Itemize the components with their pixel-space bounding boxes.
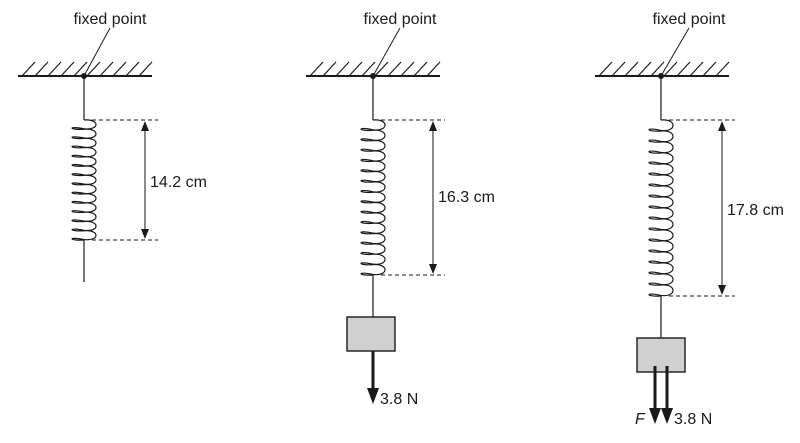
force-label-weight-3: 3.8 N — [674, 411, 712, 428]
force-arrow-head-3 — [661, 408, 673, 424]
setup-2: fixed point 16.3 cm 3.8 N — [306, 11, 495, 408]
force-arrow-head-f — [649, 408, 661, 424]
hatch-mark — [650, 61, 665, 77]
spring-3 — [648, 119, 674, 297]
hatch-mark — [73, 61, 88, 77]
dimension-arrow-up-2 — [429, 121, 437, 131]
hatch-mark — [86, 61, 101, 77]
hatch-mark — [99, 61, 114, 77]
hatch-mark — [598, 61, 613, 77]
hatch-mark — [322, 61, 337, 77]
mass-2 — [346, 316, 396, 352]
hatch-mark — [611, 61, 626, 77]
fixed-point-label-3: fixed point — [653, 11, 726, 28]
force-arrow-head-2 — [367, 388, 379, 404]
ceiling-hatch-3 — [598, 61, 730, 77]
length-label-2: 16.3 cm — [438, 189, 495, 206]
hatch-mark — [426, 61, 441, 77]
dimension-arrow-up-3 — [718, 121, 726, 131]
hatch-mark — [361, 61, 376, 77]
force-label-weight-2: 3.8 N — [380, 391, 418, 408]
ceiling-hatch-2 — [309, 61, 441, 77]
hatch-mark — [374, 61, 389, 77]
length-label-3: 17.8 cm — [727, 202, 784, 219]
force-label-f: F — [635, 411, 646, 428]
fixed-point-leader-3 — [660, 27, 690, 77]
hatch-mark — [715, 61, 730, 77]
hatch-mark — [21, 61, 36, 77]
dimension-arrow-down-3 — [718, 285, 726, 295]
hatch-mark — [624, 61, 639, 77]
mass-3 — [636, 337, 686, 373]
spring-2 — [360, 119, 386, 276]
hatch-mark — [637, 61, 652, 77]
dimension-arrow-up-1 — [141, 121, 149, 131]
hatch-mark — [348, 61, 363, 77]
fixed-point-leader-2 — [372, 27, 401, 77]
fixed-point-leader-1 — [83, 27, 111, 77]
ceiling-hatch-1 — [21, 61, 153, 77]
hatch-mark — [60, 61, 75, 77]
hatch-mark — [400, 61, 415, 77]
hatch-mark — [125, 61, 140, 77]
hatch-mark — [689, 61, 704, 77]
hatch-mark — [387, 61, 402, 77]
length-label-1: 14.2 cm — [150, 174, 207, 191]
hatch-mark — [413, 61, 428, 77]
hatch-mark — [47, 61, 62, 77]
fixed-point-label-2: fixed point — [364, 11, 437, 28]
hatch-mark — [335, 61, 350, 77]
setup-1: fixed point 14.2 cm — [18, 11, 207, 282]
dimension-arrow-down-2 — [429, 264, 437, 274]
hatch-mark — [138, 61, 153, 77]
hatch-mark — [309, 61, 324, 77]
hatch-mark — [676, 61, 691, 77]
hatch-mark — [702, 61, 717, 77]
setup-3: fixed point 17.8 cm F 3.8 N — [595, 11, 784, 428]
fixed-point-label-1: fixed point — [74, 11, 147, 28]
spring-1 — [71, 119, 97, 241]
dimension-arrow-down-1 — [141, 229, 149, 239]
hatch-mark — [112, 61, 127, 77]
hatch-mark — [663, 61, 678, 77]
hatch-mark — [34, 61, 49, 77]
